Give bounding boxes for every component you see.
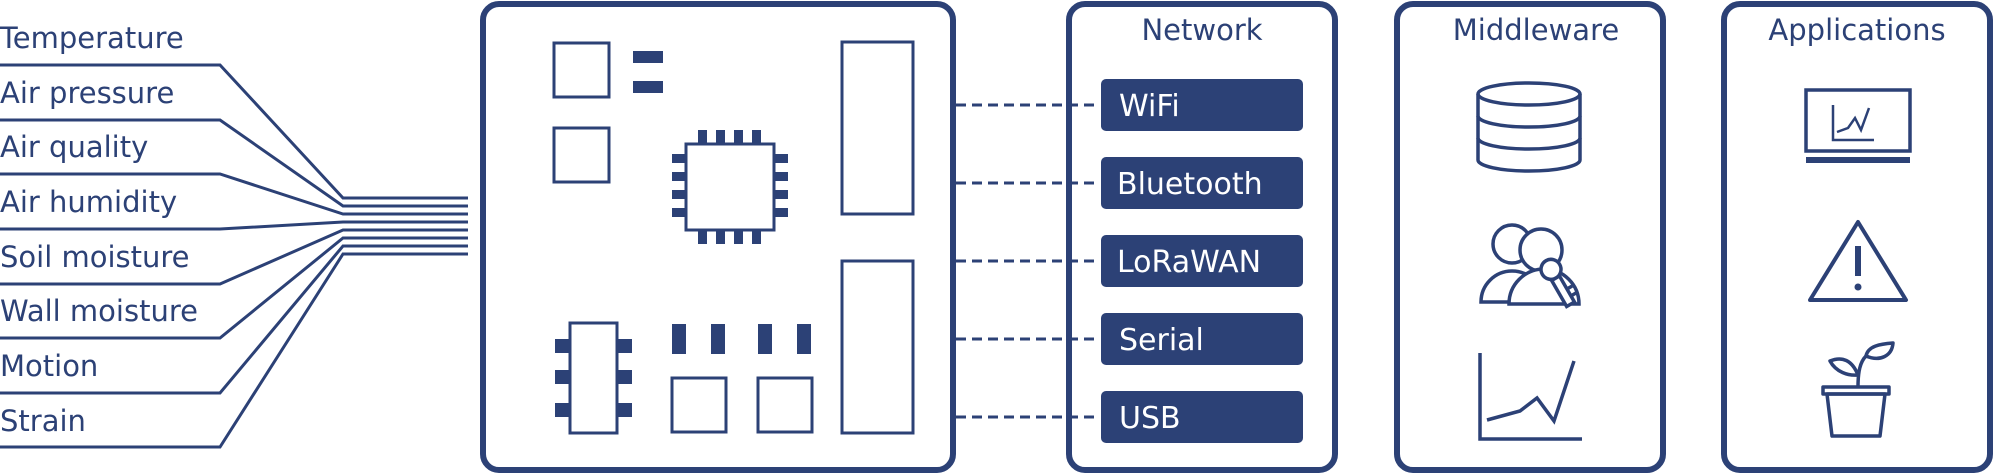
middleware-panel: Middleware bbox=[1394, 1, 1666, 473]
protocol-label-wifi: WiFi bbox=[1119, 89, 1180, 124]
protocol-badge-lorawan bbox=[1101, 235, 1303, 287]
smd-resistor-2 bbox=[633, 81, 663, 93]
sensor-wire-air-quality bbox=[0, 172, 468, 216]
sensor-label-air-humidity: Air humidity bbox=[0, 185, 177, 219]
database-icon bbox=[1476, 81, 1582, 173]
network-panel: Network WiFi Bluetooth LoRaWAN Serial US… bbox=[1066, 1, 1338, 473]
protocol-label-bluetooth: Bluetooth bbox=[1117, 167, 1263, 202]
sensor-label-wall-moisture: Wall moisture bbox=[0, 294, 198, 328]
protocol-badge-wifi bbox=[1101, 79, 1303, 131]
sensor-label-motion: Motion bbox=[0, 349, 98, 383]
plant-pot-icon bbox=[1821, 341, 1895, 438]
applications-frame bbox=[1721, 1, 1993, 473]
sensor-label-air-pressure: Air pressure bbox=[0, 76, 174, 110]
sensor-wires bbox=[0, 63, 468, 449]
connector-lower bbox=[840, 259, 915, 435]
protocol-label-usb: USB bbox=[1119, 401, 1181, 436]
sensor-wire-soil-moisture bbox=[0, 228, 468, 286]
small-component-2 bbox=[552, 126, 611, 184]
smd-resistor-1 bbox=[633, 51, 663, 63]
warning-icon bbox=[1808, 220, 1908, 302]
small-component-3 bbox=[670, 376, 728, 434]
sensor-wire-wall-moisture bbox=[0, 236, 468, 340]
protocol-badge-usb bbox=[1101, 391, 1303, 443]
board-frame bbox=[480, 1, 956, 473]
connector-upper bbox=[840, 40, 915, 216]
network-frame bbox=[1066, 1, 1338, 473]
sensor-list: Temperature Air pressure Air quality Air… bbox=[0, 21, 198, 438]
middleware-title: Middleware bbox=[1453, 13, 1619, 47]
sensor-label-strain: Strain bbox=[0, 404, 86, 438]
microcontroller-chip-icon bbox=[672, 130, 788, 244]
small-component-4 bbox=[756, 376, 814, 434]
sensor-wire-air-humidity bbox=[0, 220, 468, 231]
protocol-label-lorawan: LoRaWAN bbox=[1117, 245, 1261, 280]
applications-title: Applications bbox=[1768, 13, 1945, 47]
dip-ic-icon bbox=[555, 321, 632, 435]
applications-panel: Applications bbox=[1721, 1, 1993, 473]
protocol-badge-bluetooth bbox=[1101, 157, 1303, 209]
small-component-1 bbox=[552, 41, 611, 99]
sensor-wire-motion bbox=[0, 244, 468, 395]
sensor-label-temperature: Temperature bbox=[0, 21, 184, 55]
sensor-wire-air-pressure bbox=[0, 118, 468, 208]
board-network-links bbox=[956, 103, 1100, 419]
sensor-wire-strain bbox=[0, 252, 468, 449]
protocol-label-serial: Serial bbox=[1119, 323, 1204, 358]
line-chart-icon bbox=[1478, 353, 1582, 441]
circuit-board-panel bbox=[480, 1, 956, 473]
smd-pads bbox=[672, 324, 811, 354]
users-key-icon bbox=[1479, 223, 1581, 309]
laptop-chart-icon bbox=[1804, 88, 1912, 163]
sensor-label-soil-moisture: Soil moisture bbox=[0, 240, 190, 274]
middleware-frame bbox=[1394, 1, 1666, 473]
protocol-badge-serial bbox=[1101, 313, 1303, 365]
network-title: Network bbox=[1141, 13, 1262, 47]
sensor-label-air-quality: Air quality bbox=[0, 130, 148, 164]
sensor-wire-temperature bbox=[0, 63, 468, 200]
